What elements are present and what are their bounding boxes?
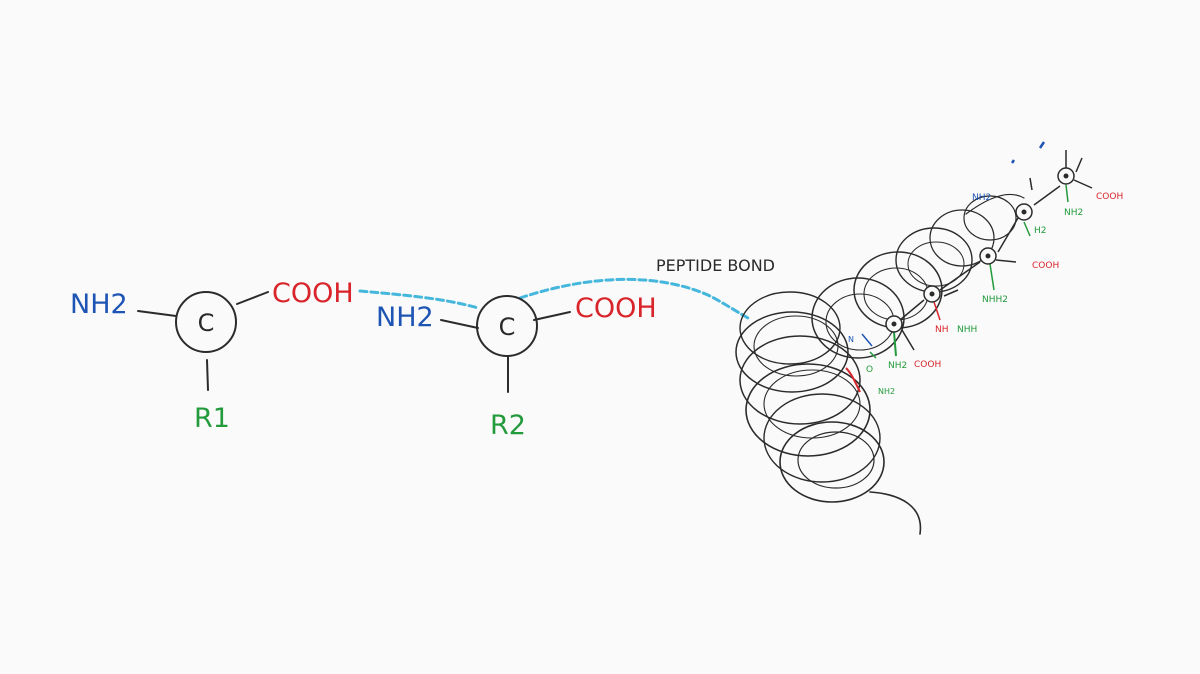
- dashed-bond-1: [358, 289, 480, 310]
- backbone-bond: [1029, 177, 1033, 191]
- helix-coil: [965, 193, 1025, 215]
- side-chain-label-2: R2: [490, 410, 526, 441]
- helix-accent: [861, 333, 873, 347]
- helix-label-8: NHH: [957, 325, 977, 335]
- alpha-carbon-label-2: C: [499, 313, 516, 341]
- backbone-bond: [901, 329, 915, 351]
- helix-coil: [863, 267, 929, 321]
- alpha-carbon-label-1: C: [198, 309, 215, 337]
- helix-coil: [745, 363, 871, 457]
- amine-label-2: NH2: [376, 302, 434, 333]
- helix-coil: [735, 311, 849, 393]
- backbone-bond: [899, 299, 925, 321]
- side-chain-bond-1: [206, 359, 209, 391]
- backbone-bond: [1010, 159, 1016, 164]
- backbone-bond: [933, 301, 941, 321]
- backbone-carbon-dot: [985, 253, 991, 259]
- helix-accent: [845, 367, 861, 393]
- amino-acid-2: C NH2 COOH R2: [376, 293, 657, 441]
- helix-label-13: NH2: [878, 387, 895, 396]
- helix-coil: [763, 393, 881, 483]
- helix-accent: [869, 351, 877, 359]
- helix-coil: [963, 195, 1017, 241]
- helix-coil: [895, 227, 973, 293]
- helix-coil: [907, 241, 965, 287]
- helix-label-11: N: [848, 335, 854, 344]
- helix-backbone: [845, 141, 1093, 393]
- backbone-bond: [989, 263, 995, 291]
- alpha-carbon-circle-1: [175, 291, 237, 353]
- backbone-bond: [997, 217, 1019, 253]
- protein-helix: [735, 193, 1025, 535]
- backbone-carbon-dot: [891, 321, 897, 327]
- backbone-bond: [893, 331, 897, 357]
- side-chain-label-1: R1: [194, 403, 230, 434]
- helix-label-4: H2: [1034, 226, 1047, 236]
- backbone-bond: [943, 289, 959, 297]
- helix-tail: [869, 491, 922, 535]
- backbone-bond: [995, 259, 1017, 263]
- alpha-carbon-circle-2: [476, 295, 538, 357]
- backbone-carbon-dot: [1063, 173, 1069, 179]
- helix-coil: [825, 293, 895, 351]
- amine-label-1: NH2: [70, 289, 128, 320]
- helix-label-9: NH2: [888, 361, 907, 371]
- helix-coil: [811, 277, 905, 359]
- helix-coil: [929, 209, 995, 267]
- helix-coil: [753, 315, 839, 377]
- carboxyl-label-2: COOH: [575, 293, 657, 324]
- helix-coil: [797, 431, 875, 489]
- helix-label-10: COOH: [914, 360, 941, 370]
- backbone-bond: [939, 261, 981, 291]
- dashed-bond-2: [518, 277, 750, 320]
- backbone-bond: [1075, 157, 1083, 173]
- carboxyl-bond-1: [236, 291, 269, 305]
- backbone-bond: [1073, 179, 1093, 189]
- helix-coil: [739, 291, 841, 365]
- backbone-carbon-dot: [1021, 209, 1027, 215]
- helix-label-7: NH: [935, 325, 949, 335]
- helix-coil: [763, 369, 861, 439]
- backbone-bond: [1023, 221, 1031, 237]
- helix-label-2: COOH: [1096, 192, 1123, 202]
- backbone-bond: [1065, 184, 1069, 203]
- peptide-bond-label: PEPTIDE BOND: [656, 256, 775, 275]
- helix-coil: [779, 421, 885, 503]
- backbone-bond: [1038, 141, 1046, 149]
- backbone-carbon-dot: [929, 291, 935, 297]
- helix-coil: [739, 335, 861, 425]
- helix-label-3: NH2: [1064, 208, 1083, 218]
- amine-bond-2: [440, 319, 479, 329]
- carboxyl-bond-2: [533, 311, 571, 321]
- backbone-bond: [1033, 185, 1061, 206]
- helix-labels: NH2 COOH NH2 H2 COOH NHH2 NH NHH NH2 COO…: [848, 192, 1123, 396]
- amine-bond-1: [137, 310, 177, 317]
- helix-label-6: NHH2: [982, 295, 1008, 305]
- helix-label-1: NH2: [972, 193, 991, 203]
- peptide-bond-link: PEPTIDE BOND: [358, 256, 775, 320]
- amino-acid-1: C NH2 COOH R1: [70, 278, 354, 434]
- helix-label-5: COOH: [1032, 261, 1059, 271]
- carboxyl-label-1: COOH: [272, 278, 354, 309]
- helix-label-12: O: [866, 365, 873, 375]
